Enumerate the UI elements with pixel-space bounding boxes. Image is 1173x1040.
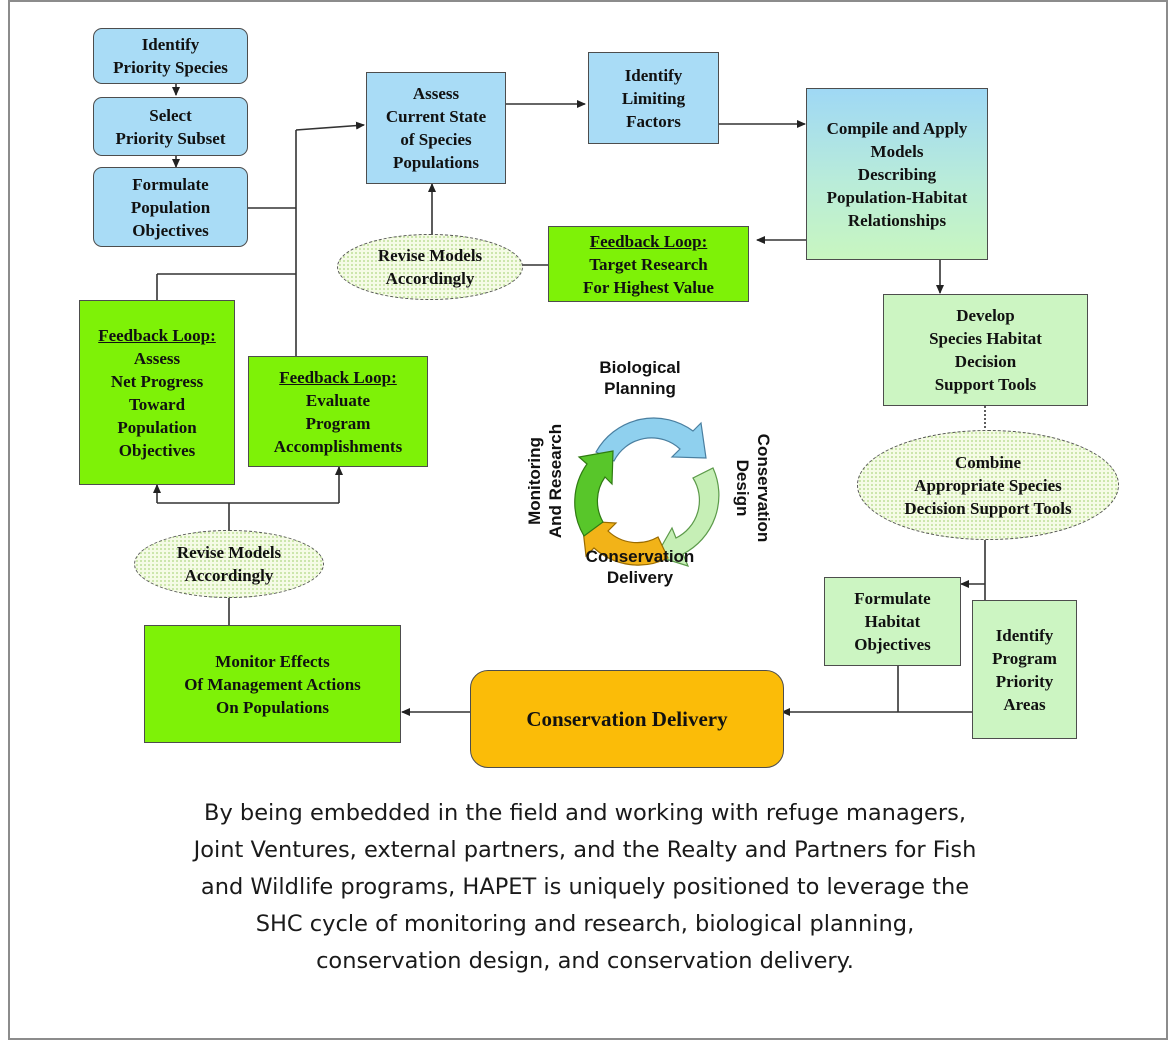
node-line: Population xyxy=(130,197,211,217)
node-line: Identify xyxy=(141,35,200,54)
cycle-label-conservation-delivery: Conservation Delivery xyxy=(575,546,705,588)
select-priority-subset-box: Select Priority Subset xyxy=(93,97,248,156)
cycle-arrow-blue xyxy=(595,417,707,462)
node-line: Identify xyxy=(624,65,683,85)
compile-apply-models-box: Compile and Apply Models Describing Popu… xyxy=(806,88,988,260)
node-line: Accomplishments xyxy=(273,436,403,456)
node-line: Assess xyxy=(133,348,181,368)
node-line: Priority Species xyxy=(113,58,228,77)
node-line: Priority xyxy=(995,671,1054,691)
feedback-assess-progress-box: Feedback Loop: Assess Net Progress Towar… xyxy=(79,300,235,485)
caption-line: Joint Ventures, external partners, and t… xyxy=(193,837,977,863)
node-line: Monitor Effects xyxy=(215,651,330,671)
develop-decision-tools-box: Develop Species Habitat Decision Support… xyxy=(883,294,1088,406)
assess-current-state-box: Assess Current State of Species Populati… xyxy=(366,72,506,184)
cycle-label-monitoring-research: Monitoring And Research xyxy=(524,416,566,546)
node-line: Identify xyxy=(995,625,1054,645)
cycle-label-line: Delivery xyxy=(606,568,674,587)
feedback-title: Feedback Loop: xyxy=(589,231,708,251)
caption-line: and Wildlife programs, HAPET is uniquely… xyxy=(200,874,970,900)
node-line: Revise Models xyxy=(377,246,483,265)
node-line: Limiting xyxy=(621,88,686,108)
node-line: Objectives xyxy=(118,440,196,460)
node-line: Priority Subset xyxy=(115,128,226,148)
cycle-label-conservation-design: Conservation Design xyxy=(732,423,774,553)
figure-caption: By being embedded in the field and worki… xyxy=(20,795,1150,980)
cycle-label-biological-planning: Biological Planning xyxy=(585,357,695,399)
formulate-population-objectives-box: Formulate Population Objectives xyxy=(93,167,248,247)
caption-line: SHC cycle of monitoring and research, bi… xyxy=(255,911,915,937)
node-line: Formulate xyxy=(132,174,209,194)
node-line: Support Tools xyxy=(934,375,1037,394)
conservation-delivery-box: Conservation Delivery xyxy=(470,670,784,768)
node-line: Of Management Actions xyxy=(184,674,361,694)
combine-tools-ellipse: Combine Appropriate Species Decision Sup… xyxy=(857,430,1119,540)
node-line: Population-Habitat xyxy=(826,187,968,207)
node-line: Target Research xyxy=(589,254,708,274)
node-line: Evaluate xyxy=(305,390,371,410)
node-line: Appropriate Species xyxy=(914,475,1062,495)
node-line: Net Progress xyxy=(110,371,204,391)
node-line: Program xyxy=(305,413,371,433)
node-line: For Highest Value xyxy=(583,277,714,297)
node-line: Populations xyxy=(393,153,479,172)
cycle-graphic xyxy=(574,417,720,567)
monitor-effects-box: Monitor Effects Of Management Actions On… xyxy=(144,625,401,743)
node-line: Current State xyxy=(385,107,487,126)
node-line: Factors xyxy=(626,111,681,131)
node-line: Habitat xyxy=(864,612,921,631)
node-line: Decision xyxy=(954,352,1017,371)
caption-line: conservation design, and conservation de… xyxy=(316,948,854,974)
identify-program-priority-areas-box: Identify Program Priority Areas xyxy=(972,600,1077,739)
node-line: Relationships xyxy=(847,210,947,230)
cycle-label-line: Conservation xyxy=(754,433,773,543)
feedback-target-research-box: Feedback Loop: Target Research For Highe… xyxy=(548,226,749,302)
node-line: Population xyxy=(117,417,197,437)
cycle-label-line: Design xyxy=(733,459,752,517)
revise-models-bottom-ellipse: Revise Models Accordingly xyxy=(134,530,324,598)
node-line: Describing xyxy=(857,164,937,184)
node-line: Toward xyxy=(128,394,186,414)
node-line: Accordingly xyxy=(184,566,274,585)
feedback-title: Feedback Loop: xyxy=(98,325,216,345)
formulate-habitat-objectives-box: Formulate Habitat Objectives xyxy=(824,577,961,666)
revise-models-top-ellipse: Revise Models Accordingly xyxy=(337,234,523,300)
feedback-evaluate-program-box: Feedback Loop: Evaluate Program Accompli… xyxy=(248,356,428,467)
node-line: Assess xyxy=(412,84,460,103)
cycle-arrow-orange xyxy=(581,520,669,566)
node-line: Program xyxy=(992,648,1057,668)
cycle-label-line: Planning xyxy=(604,379,676,398)
node-line: On Populations xyxy=(216,697,329,717)
node-line: Formulate xyxy=(854,589,931,608)
node-line: Develop xyxy=(956,306,1015,325)
node-line: Conservation Delivery xyxy=(526,706,728,731)
caption-line: By being embedded in the field and worki… xyxy=(204,800,966,826)
cycle-arrow-green xyxy=(574,450,614,537)
node-line: Objectives xyxy=(854,635,931,654)
cycle-label-line: Biological xyxy=(599,358,681,377)
arrow-trunk-to-assess xyxy=(295,121,365,131)
node-line: Accordingly xyxy=(385,269,475,288)
node-line: Select xyxy=(149,105,192,125)
node-line: Combine xyxy=(954,452,1022,472)
node-line: Revise Models xyxy=(176,543,282,562)
node-line: Decision Support Tools xyxy=(904,498,1072,518)
node-line: Objectives xyxy=(132,220,209,240)
cycle-label-line: Monitoring xyxy=(525,437,544,525)
identify-limiting-factors-box: Identify Limiting Factors xyxy=(588,52,719,144)
node-line: of Species xyxy=(400,130,472,149)
cycle-label-line: And Research xyxy=(546,423,565,539)
node-line: Models xyxy=(870,141,924,161)
node-line: Compile and Apply xyxy=(826,118,968,138)
node-line: Areas xyxy=(1003,694,1046,714)
identify-priority-species-box: Identify Priority Species xyxy=(93,28,248,84)
feedback-title: Feedback Loop: xyxy=(279,367,397,387)
cycle-label-line: Conservation xyxy=(585,547,695,566)
node-line: Species Habitat xyxy=(929,329,1042,348)
